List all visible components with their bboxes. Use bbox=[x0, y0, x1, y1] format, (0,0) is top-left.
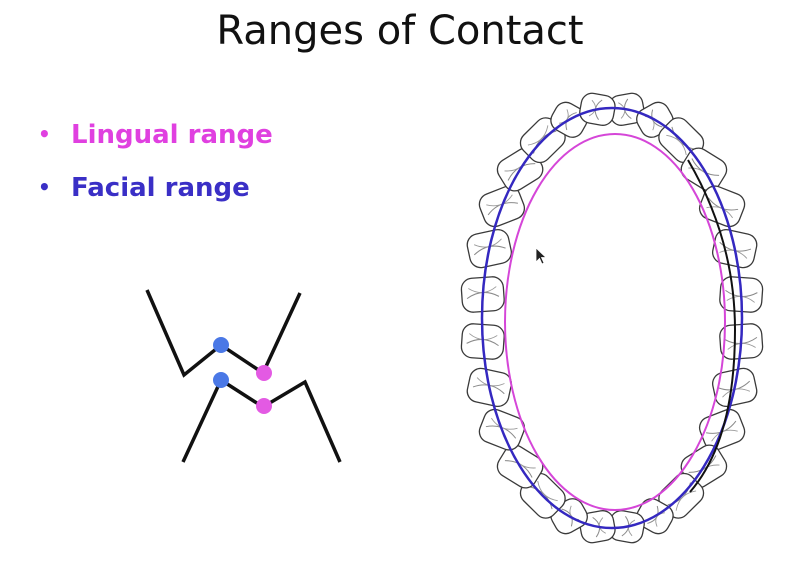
facial-contact-point-lower bbox=[213, 372, 229, 388]
tooth-cusp bbox=[537, 480, 558, 502]
upper-tooth-outline bbox=[145, 289, 302, 378]
slide-title: Ranges of Contact bbox=[216, 8, 584, 54]
tooth-cusp bbox=[675, 490, 697, 511]
bullet-label: Lingual range bbox=[71, 120, 273, 150]
facial-contact-point-upper bbox=[213, 337, 229, 353]
tooth-cusp bbox=[486, 194, 513, 207]
arch-contact-line bbox=[687, 159, 737, 493]
tooth-cusp bbox=[558, 109, 569, 124]
contact-points bbox=[213, 337, 272, 414]
tooth-cusp bbox=[491, 417, 518, 430]
bullet-label: Facial range bbox=[71, 173, 250, 203]
tooth-cusp bbox=[706, 206, 733, 219]
bullet-dot: • bbox=[38, 122, 51, 146]
contact-diagram bbox=[145, 289, 342, 463]
lingual-contact-point-lower bbox=[256, 398, 272, 414]
tooth-cusp bbox=[666, 134, 687, 156]
lingual-contact-point-upper bbox=[256, 365, 272, 381]
bullet-lingual-range: • Lingual range bbox=[38, 108, 273, 161]
mouse-cursor-icon bbox=[535, 247, 548, 265]
tooth-cusp bbox=[527, 125, 549, 146]
bullet-dot: • bbox=[38, 175, 51, 199]
tooth-cusp bbox=[655, 512, 666, 527]
legend-bullets: • Lingual range • Facial range bbox=[38, 108, 273, 214]
facial-range-curve bbox=[480, 106, 744, 530]
bullet-facial-range: • Facial range bbox=[38, 161, 273, 214]
lower-tooth-outline bbox=[181, 377, 342, 463]
dental-arch bbox=[460, 92, 764, 544]
lingual-range-curve bbox=[504, 133, 726, 511]
